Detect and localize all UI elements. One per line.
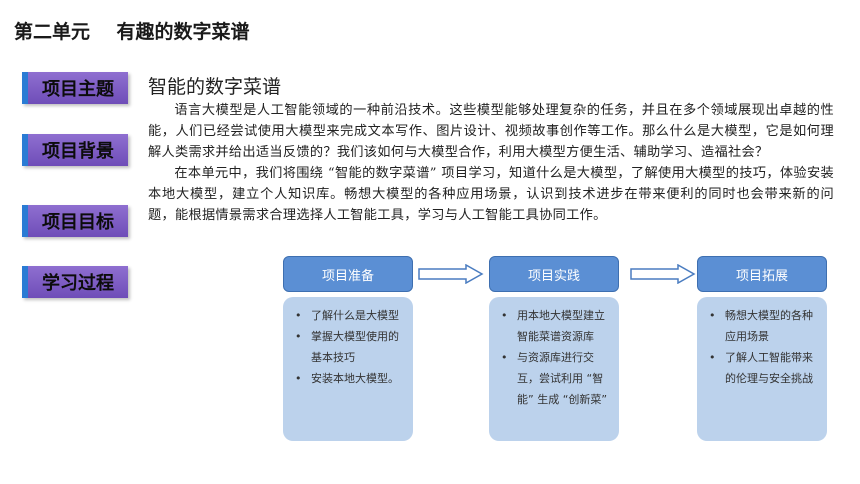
stage-head-extension: 项目拓展 [697, 256, 827, 292]
arrow-right-icon [630, 264, 696, 284]
stage-head-practice: 项目实践 [489, 256, 619, 292]
paragraph: 在本单元中，我们将围绕 “智能的数字菜谱” 项目学习，知道什么是大模型，了解使用… [148, 166, 834, 223]
stage-card-preparation: 了解什么是大模型 掌握大模型使用的基本技巧 安装本地大模型。 [283, 297, 413, 441]
list-item: 掌握大模型使用的基本技巧 [289, 326, 405, 368]
arrow-right-icon [418, 264, 484, 284]
list-item: 与资源库进行交互，尝试利用 “智能” 生成 “创新菜” [495, 347, 611, 410]
stage-card-extension: 畅想大模型的各种应用场景 了解人工智能带来的伦理与安全挑战 [697, 297, 827, 441]
stage-list: 了解什么是大模型 掌握大模型使用的基本技巧 安装本地大模型。 [289, 305, 405, 389]
label-project-goals: 项目目标 [22, 205, 128, 237]
intro-text: 语言大模型是人工智能领域的一种前沿技术。这些模型能够处理复杂的任务，并且在多个领… [148, 100, 834, 226]
stage-card-practice: 用本地大模型建立智能菜谱资源库 与资源库进行交互，尝试利用 “智能” 生成 “创… [489, 297, 619, 441]
list-item: 安装本地大模型。 [289, 368, 405, 389]
list-item: 用本地大模型建立智能菜谱资源库 [495, 305, 611, 347]
stage-head-preparation: 项目准备 [283, 256, 413, 292]
label-project-theme: 项目主题 [22, 72, 128, 104]
unit-title: 第二单元 有趣的数字菜谱 [14, 21, 250, 43]
stage-list: 用本地大模型建立智能菜谱资源库 与资源库进行交互，尝试利用 “智能” 生成 “创… [495, 305, 611, 410]
label-project-background: 项目背景 [22, 134, 128, 166]
stage-list: 畅想大模型的各种应用场景 了解人工智能带来的伦理与安全挑战 [703, 305, 819, 389]
list-item: 畅想大模型的各种应用场景 [703, 305, 819, 347]
paragraph: 语言大模型是人工智能领域的一种前沿技术。这些模型能够处理复杂的任务，并且在多个领… [148, 103, 834, 160]
label-learning-process: 学习过程 [22, 266, 128, 298]
list-item: 了解什么是大模型 [289, 305, 405, 326]
section-title: 智能的数字菜谱 [148, 76, 282, 98]
list-item: 了解人工智能带来的伦理与安全挑战 [703, 347, 819, 389]
